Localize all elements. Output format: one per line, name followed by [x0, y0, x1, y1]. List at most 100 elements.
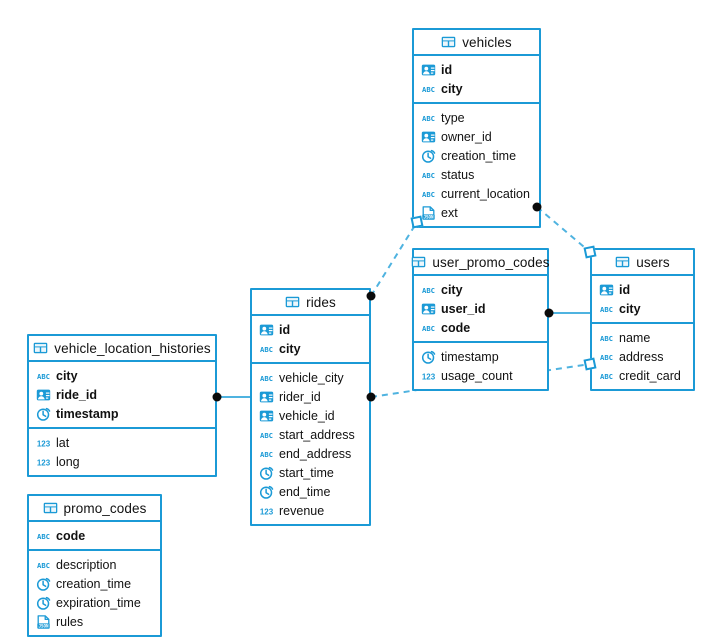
relationship-line-rides-to-vehicles[interactable] [370, 221, 418, 297]
cardinality-square-rides-to-users-to [583, 357, 597, 371]
field-row-ext[interactable]: JSON ext [414, 203, 539, 222]
abc-string-icon: ABC [260, 345, 273, 354]
field-name: ride_id [56, 387, 97, 402]
svg-text:ABC: ABC [260, 450, 273, 459]
field-row-expiration_time[interactable]: expiration_time [29, 593, 160, 612]
123-number-icon: 123 [37, 439, 51, 448]
primary-key-row-id[interactable]: id [414, 60, 539, 79]
clock-icon [259, 485, 274, 499]
primary-key-row-timestamp[interactable]: timestamp [29, 404, 215, 423]
field-name: status [441, 167, 475, 182]
table-header-promo_codes[interactable]: promo_codes [29, 496, 160, 522]
field-row-creation_time[interactable]: creation_time [414, 146, 539, 165]
123-number-icon: 123 [422, 372, 436, 381]
field-name: address [619, 349, 664, 364]
table-header-vehicle_location_histories[interactable]: vehicle_location_histories [29, 336, 215, 362]
svg-text:ABC: ABC [422, 190, 435, 199]
field-name: current_location [441, 186, 530, 201]
123-number-icon: 123 [260, 507, 274, 516]
svg-text:123: 123 [260, 507, 274, 516]
field-name: timestamp [56, 406, 119, 421]
table-title: vehicle_location_histories [54, 340, 211, 356]
field-name: user_id [441, 301, 486, 316]
field-name: vehicle_city [279, 370, 344, 385]
cardinality-square-user_promo_codes-to-vehicles-to [583, 245, 597, 259]
id-badge-icon [259, 391, 274, 402]
cardinality-dot-vehicle_location_histories-to-rides-from [212, 392, 222, 402]
svg-text:JSON: JSON [423, 214, 434, 219]
abc-string-icon: ABC [422, 190, 435, 199]
field-row-start_address[interactable]: ABC start_address [252, 425, 369, 444]
field-name: city [441, 81, 463, 96]
field-row-vehicle_id[interactable]: vehicle_id [252, 406, 369, 425]
table-header-users[interactable]: users [592, 250, 693, 276]
field-row-end_time[interactable]: end_time [252, 482, 369, 501]
relationship-line-user_promo_codes-to-vehicles[interactable] [536, 206, 591, 253]
field-row-address[interactable]: ABC address [592, 347, 693, 366]
field-row-creation_time[interactable]: creation_time [29, 574, 160, 593]
table-header-rides[interactable]: rides [252, 290, 369, 316]
table-header-user_promo_codes[interactable]: user_promo_codes [412, 250, 550, 276]
primary-key-row-id[interactable]: id [592, 280, 693, 299]
field-name: start_address [279, 427, 355, 442]
field-row-current_location[interactable]: ABC current_location [414, 184, 539, 203]
field-name: type [441, 110, 465, 125]
id-badge-icon [421, 131, 436, 142]
abc-string-icon: ABC [600, 353, 613, 362]
field-row-timestamp[interactable]: timestamp [414, 347, 547, 366]
clock-icon [36, 596, 51, 610]
cardinality-dot-user_promo_codes-to-users-from [544, 308, 554, 318]
field-row-rider_id[interactable]: rider_id [252, 387, 369, 406]
field-row-start_time[interactable]: start_time [252, 463, 369, 482]
json-document-icon: JSON [422, 205, 435, 220]
primary-key-row-user_id[interactable]: user_id [414, 299, 547, 318]
field-name: code [56, 528, 86, 543]
table-grid-icon [43, 502, 57, 514]
table-header-vehicles[interactable]: vehicles [414, 30, 539, 56]
svg-text:ABC: ABC [260, 431, 273, 440]
primary-key-row-ride_id[interactable]: ride_id [29, 385, 215, 404]
field-name: expiration_time [56, 595, 141, 610]
table-grid-icon [285, 296, 300, 308]
primary-key-row-id[interactable]: id [252, 320, 369, 339]
abc-string-icon: ABC [37, 372, 50, 381]
field-name: ext [441, 205, 458, 220]
field-name: creation_time [441, 148, 517, 163]
field-row-owner_id[interactable]: owner_id [414, 127, 539, 146]
table-grid-icon [412, 256, 426, 268]
table-title: user_promo_codes [432, 254, 550, 270]
cardinality-dot-rides-to-users-from [366, 392, 376, 402]
